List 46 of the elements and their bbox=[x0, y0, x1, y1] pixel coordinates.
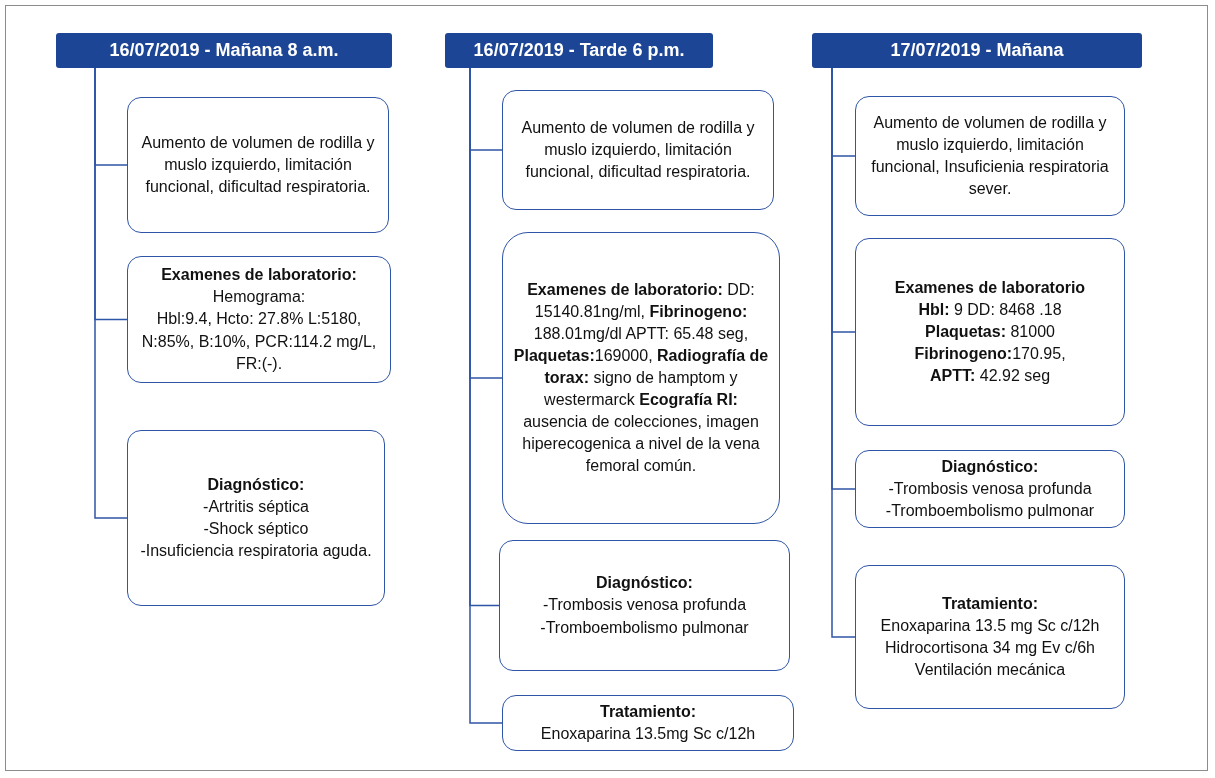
info-card bbox=[502, 90, 774, 210]
info-card bbox=[855, 565, 1125, 709]
card-heading: Tratamiento: bbox=[942, 593, 1038, 614]
card-text: Hbl:9.4, Hcto: 27.8% L:5180, N:85%, B:10%, PCR:114.2 mg/L, FR:(-). bbox=[140, 309, 378, 374]
card-text: APTT: 42.92 seg bbox=[929, 366, 1051, 387]
info-card bbox=[499, 540, 790, 671]
card-text: Enoxaparina 13.5mg Sc c/12h bbox=[540, 724, 756, 744]
card-heading: Tratamiento: bbox=[600, 701, 696, 722]
info-card bbox=[127, 97, 389, 233]
date-header bbox=[812, 33, 1142, 68]
card-text: -Trombosis venosa profunda bbox=[888, 478, 1092, 499]
card-text: Examenes de laboratorio: DD: 15140.81ng/ml, Fibrinogeno: 188.01mg/dl APTT: 65.48 seg, Plaquetas:169000, Radiografía de torax: signo de hamptom y westermarck Ecografía RI: ausencia de colecciones, imagen hiperecogenica a nivel de la vena femoral común. bbox=[512, 279, 770, 477]
date-header bbox=[56, 33, 392, 68]
card-text: Aumento de volumen de rodilla y muslo izquierdo, limitación funcional, dificultad respiratoria. bbox=[520, 117, 756, 183]
info-card bbox=[502, 695, 794, 751]
card-text: -Artritis séptica bbox=[203, 496, 309, 517]
card-heading: Diagnóstico: bbox=[207, 474, 305, 495]
header-text: 16/07/2019 - Tarde 6 p.m. bbox=[473, 40, 685, 61]
connector-line bbox=[94, 67, 128, 519]
card-text: Hidrocortisona 34 mg Ev c/6h bbox=[885, 638, 1095, 658]
card-text: Hbl: 9 DD: 8468 .18 bbox=[918, 299, 1062, 320]
card-text: Fibrinogeno:170.95, bbox=[914, 344, 1066, 365]
info-card bbox=[127, 256, 391, 383]
info-card bbox=[855, 450, 1125, 528]
card-text: Hemograma: bbox=[212, 287, 306, 308]
card-heading: Diagnóstico: bbox=[941, 456, 1039, 477]
date-header bbox=[445, 33, 713, 68]
card-text: Plaquetas: 81000 bbox=[925, 321, 1055, 342]
header-text: 16/07/2019 - Mañana 8 a.m. bbox=[109, 40, 339, 61]
info-card bbox=[855, 96, 1125, 216]
card-text: Enoxaparina 13.5 mg Sc c/12h bbox=[880, 615, 1100, 636]
card-text: -Tromboembolismo pulmonar bbox=[540, 617, 749, 638]
card-text: Ventilación mecánica bbox=[914, 660, 1066, 681]
info-card bbox=[855, 238, 1125, 426]
info-card bbox=[127, 430, 385, 606]
card-text: -Tromboembolismo pulmonar bbox=[885, 501, 1095, 522]
card-text: Aumento de volumen de rodilla y muslo izquierdo, limitación funcional, dificultad respiratoria. bbox=[140, 132, 376, 198]
card-text: Aumento de volumen de rodilla y muslo izquierdo, limitación funcional, Insuficienia respiratoria sever. bbox=[870, 112, 1110, 200]
card-text: -Trombosis venosa profunda bbox=[542, 595, 747, 616]
card-heading: Examenes de laboratorio: bbox=[161, 265, 357, 286]
header-text: 17/07/2019 - Mañana bbox=[890, 40, 1064, 61]
card-text: -Shock séptico bbox=[203, 519, 309, 539]
card-heading: Examenes de laboratorio bbox=[894, 277, 1086, 298]
info-card bbox=[502, 232, 780, 524]
card-heading: Diagnóstico: bbox=[596, 573, 693, 594]
card-text: -Insuficiencia respiratoria aguda. bbox=[140, 541, 372, 562]
